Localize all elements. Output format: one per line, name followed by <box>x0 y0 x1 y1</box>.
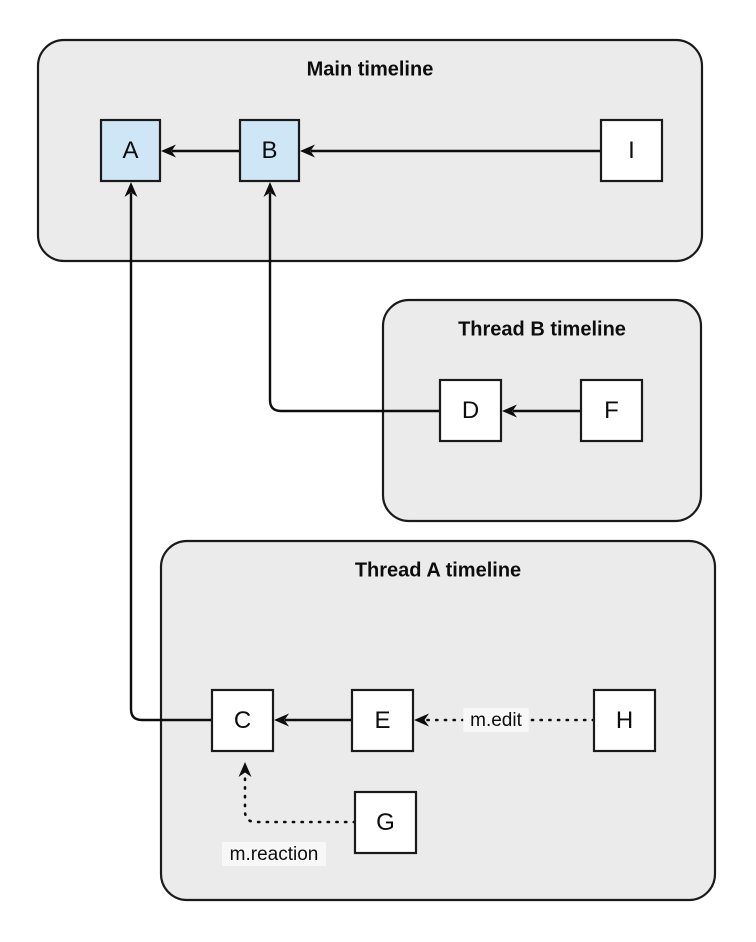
arrowhead-icon-G-to-C <box>238 762 252 777</box>
event-node-C[interactable]: C <box>210 688 275 753</box>
node-label-H: H <box>616 707 633 734</box>
edge-D-to-B <box>263 182 440 413</box>
edge-label-background-G-to-C <box>222 842 326 866</box>
edge-label-G-to-C: m.reaction <box>222 842 326 866</box>
event-node-B[interactable]: B <box>238 118 301 183</box>
node-label-C: C <box>234 707 251 734</box>
group-title-thread-b-timeline: Thread B timeline <box>458 318 626 340</box>
edge-label-text-H-to-E: m.edit <box>470 710 522 731</box>
node-box-A[interactable] <box>99 118 162 183</box>
event-node-G[interactable]: G <box>353 790 418 855</box>
group-title-thread-a-timeline: Thread A timeline <box>355 559 521 581</box>
edge-B-to-A <box>161 144 240 158</box>
node-label-G: G <box>376 809 395 836</box>
edge-I-to-B <box>300 144 601 158</box>
event-node-H[interactable]: H <box>592 688 657 753</box>
edge-line-C-to-A <box>129 193 212 722</box>
arrowhead-icon-E-to-C <box>274 713 289 727</box>
arrowhead-icon-F-to-D <box>502 404 517 418</box>
edge-F-to-D <box>502 404 581 418</box>
edge-labels-layer: m.edit m.reaction <box>222 708 529 866</box>
edge-C-to-A <box>124 182 212 722</box>
arrowhead-icon-D-to-B <box>263 182 277 197</box>
edge-E-to-C <box>274 713 352 727</box>
node-box-E[interactable] <box>350 688 415 753</box>
node-label-B: B <box>261 137 277 164</box>
node-box-I[interactable] <box>599 118 664 183</box>
node-box-D[interactable] <box>438 378 503 443</box>
node-box-H[interactable] <box>592 688 657 753</box>
node-box-C[interactable] <box>210 688 275 753</box>
arrowhead-icon-I-to-B <box>300 144 315 158</box>
event-nodes-layer: A B I D F C E H G <box>99 118 664 855</box>
arrowhead-icon-B-to-A <box>161 144 176 158</box>
event-node-E[interactable]: E <box>350 688 415 753</box>
edges-layer <box>124 144 601 824</box>
node-label-A: A <box>122 137 138 164</box>
edge-label-H-to-E: m.edit <box>463 708 529 732</box>
group-title-main-timeline: Main timeline <box>307 58 434 80</box>
node-label-D: D <box>462 397 479 424</box>
event-node-I[interactable]: I <box>599 118 664 183</box>
arrowhead-icon-H-to-E <box>414 713 429 727</box>
event-node-A[interactable]: A <box>99 118 162 183</box>
edge-G-to-C <box>238 762 357 824</box>
event-node-D[interactable]: D <box>438 378 503 443</box>
edge-H-to-E <box>414 713 596 727</box>
edge-label-background-H-to-E <box>463 708 529 732</box>
node-box-G[interactable] <box>353 790 418 855</box>
node-box-F[interactable] <box>579 378 644 443</box>
edge-line-D-to-B <box>268 193 440 413</box>
arrowhead-icon-C-to-A <box>124 182 138 197</box>
node-box-B[interactable] <box>238 118 301 183</box>
node-label-E: E <box>374 707 390 734</box>
edge-label-text-G-to-C: m.reaction <box>230 844 319 865</box>
event-node-F[interactable]: F <box>579 378 644 443</box>
node-label-I: I <box>628 137 635 164</box>
node-label-F: F <box>604 397 619 424</box>
